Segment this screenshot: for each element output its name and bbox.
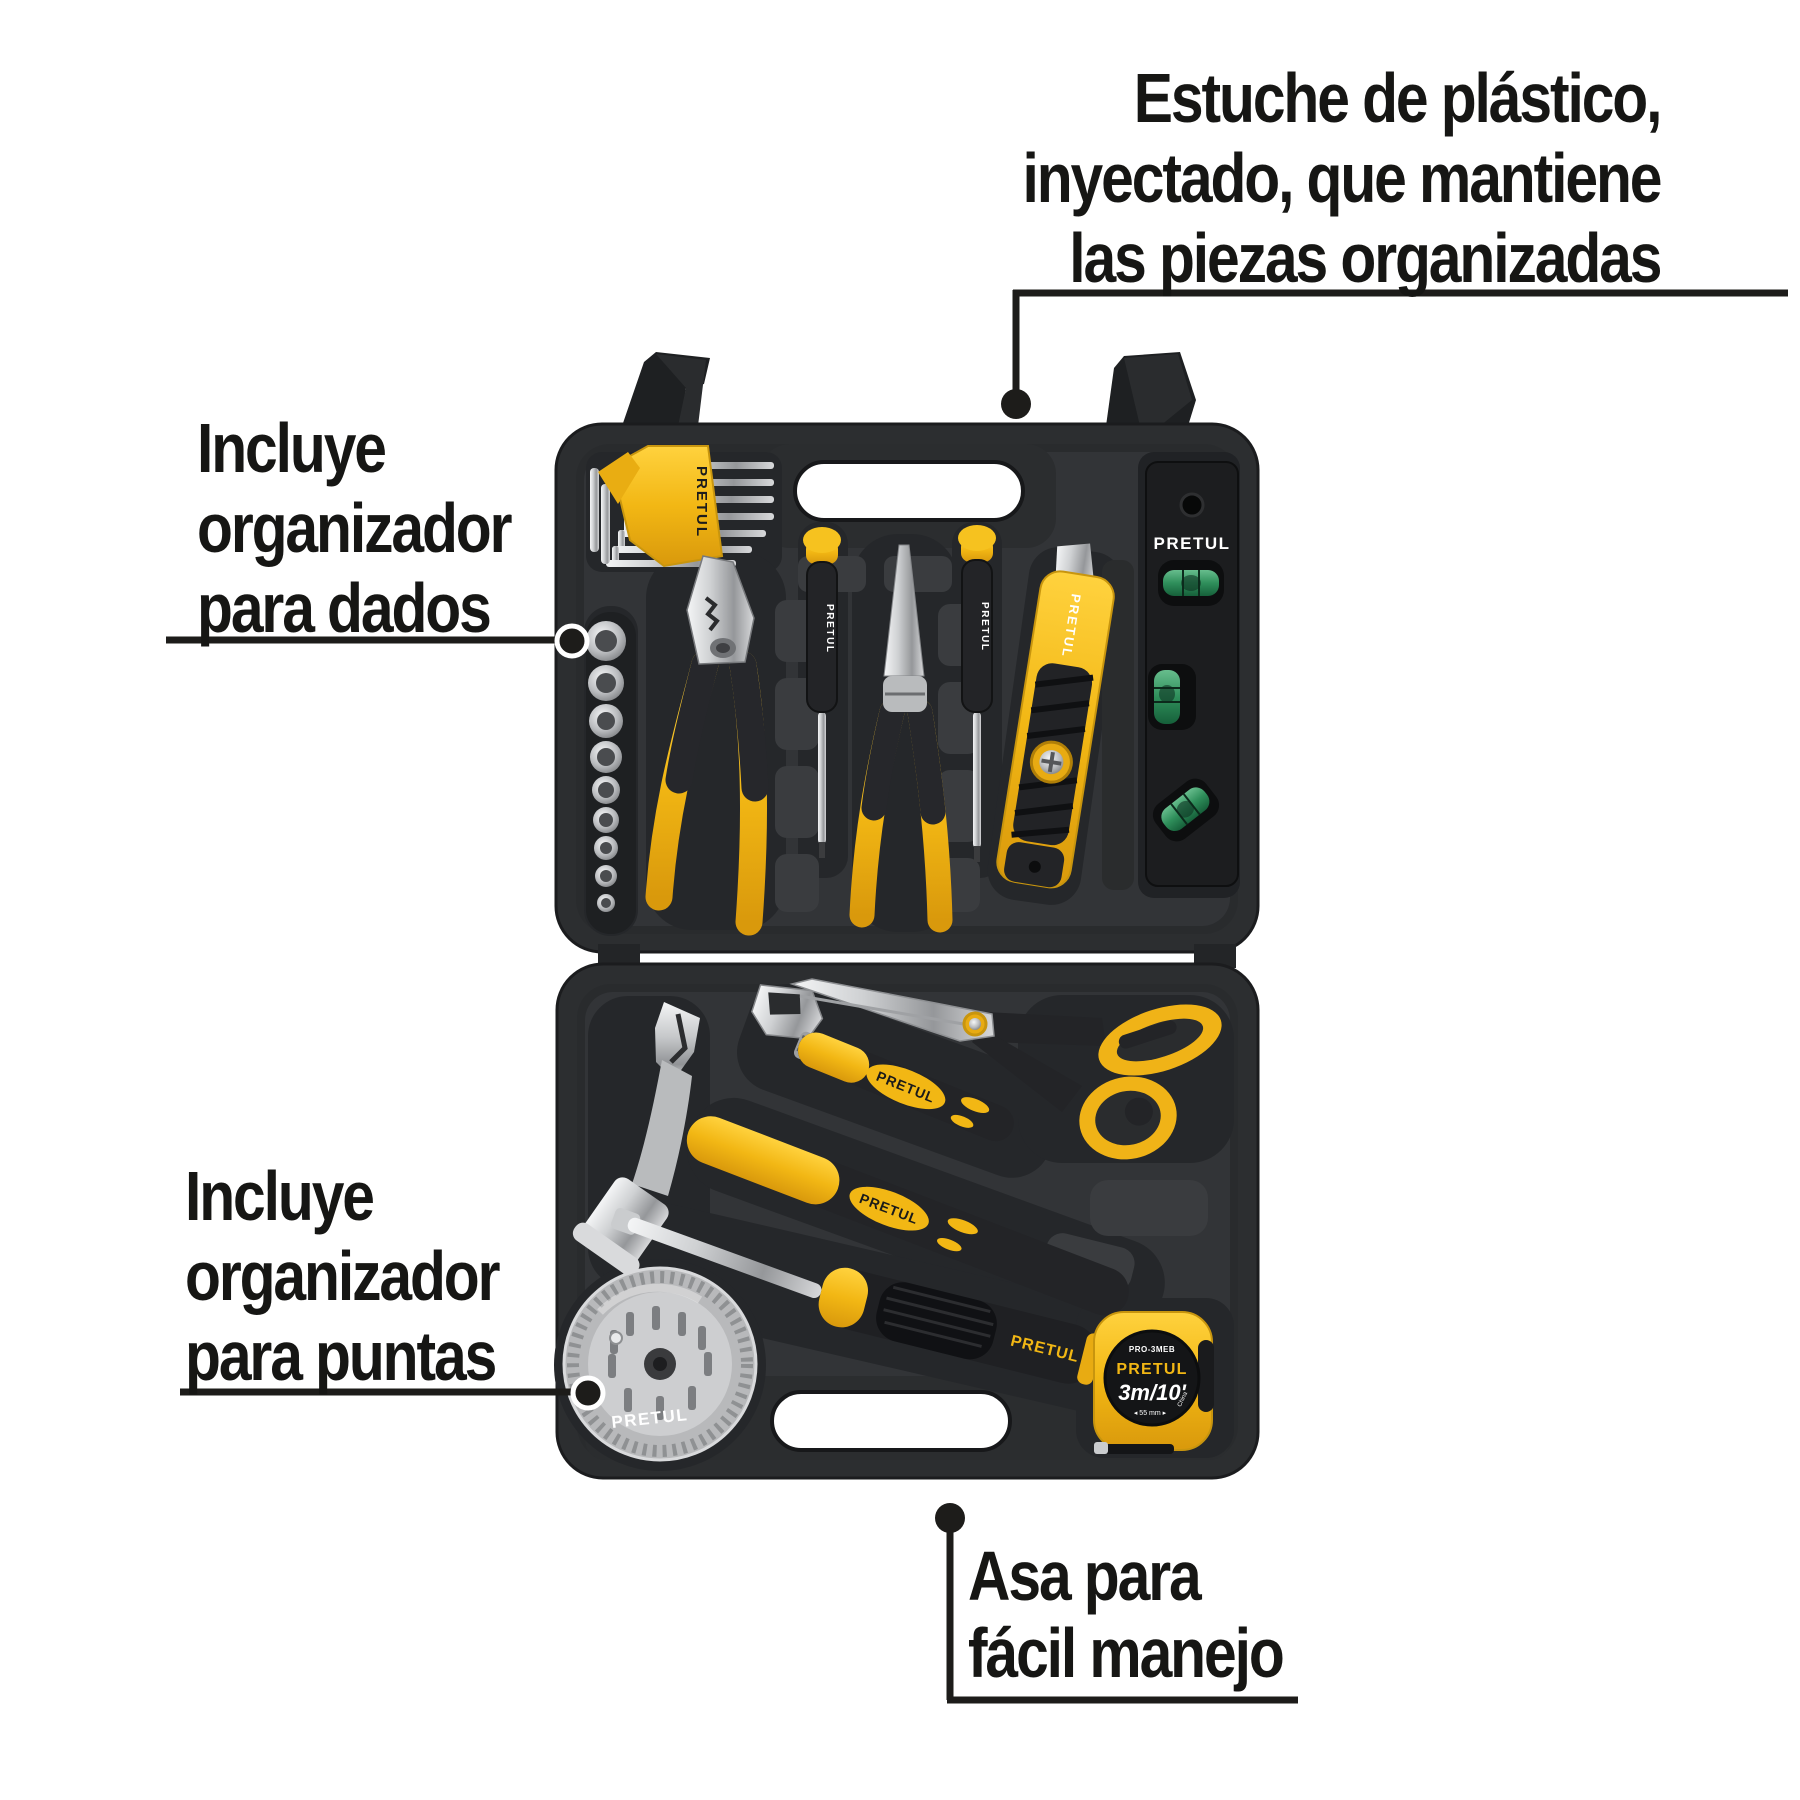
annotation-line: las piezas organizadas	[1068, 219, 1662, 297]
socket-set	[586, 612, 636, 934]
long-nose-pliers	[849, 544, 953, 933]
sockets	[586, 621, 626, 912]
precision-cap	[803, 527, 841, 553]
callout-dot-puntas	[570, 1375, 606, 1411]
precision-left-brand: PRETUL	[824, 604, 835, 654]
tape-measure: PRO-3MEB PRETUL 3m/10' ◂ 55 mm ▸ China	[1093, 1311, 1214, 1454]
annotation-line: Asa para	[968, 1537, 1202, 1615]
annotation-line: fácil manejo	[968, 1614, 1285, 1692]
precision-screwdriver-left: PRETUL	[803, 527, 841, 858]
adjustable-wrench: PRETUL	[751, 984, 1014, 1142]
hammer-handle: PRETUL	[686, 1116, 1129, 1316]
level-vial-horizontal	[1158, 560, 1224, 606]
long-nose	[883, 544, 925, 677]
screwdriver-handle: PRETUL	[818, 1267, 1103, 1385]
wrench-grip-badge	[866, 1064, 946, 1110]
callout-dot-handle	[935, 1503, 965, 1533]
annotation-line: para puntas	[185, 1317, 497, 1395]
screwdriver-shaft	[627, 1217, 822, 1299]
utility-knife: PRETUL	[996, 543, 1115, 889]
hex-key-holder-brand: PRETUL	[693, 466, 710, 538]
tape-model: PRO-3MEB	[1129, 1345, 1175, 1354]
callout-dot-case	[1001, 389, 1031, 419]
level-hole	[1179, 492, 1205, 518]
precision-right-brand: PRETUL	[979, 602, 990, 652]
annotation-line: organizador	[185, 1237, 500, 1315]
screwdriver: PRETUL	[611, 1207, 1103, 1385]
annotation-socket-organizer: Incluye organizador para dados	[197, 408, 512, 648]
annotation-line: Incluye	[197, 409, 387, 487]
callout-lines	[166, 289, 1788, 1704]
lid-handle-cutout	[793, 460, 1025, 522]
annotation-plastic-case: Estuche de plástico, inyectado, que mant…	[1022, 58, 1662, 298]
precision-cap	[958, 525, 996, 551]
tape-blade-width: ◂ 55 mm ▸	[1134, 1410, 1167, 1417]
hex-key-holder	[610, 445, 724, 568]
annotation-line: para dados	[197, 569, 492, 647]
annotation-line: organizador	[197, 489, 512, 567]
scissors	[789, 978, 1222, 1160]
level-vial-45	[1152, 778, 1220, 842]
annotation-line: Incluye	[185, 1157, 375, 1235]
scissors-handle-upper	[1098, 1004, 1222, 1076]
tape-hook	[1094, 1442, 1108, 1454]
precision-screwdriver-right: PRETUL	[958, 525, 996, 862]
annotation-line: Estuche de plástico,	[1133, 59, 1662, 137]
slip-joint-pliers	[645, 555, 769, 936]
tape-label	[1103, 1329, 1201, 1427]
bit-disc: PRETUL	[562, 1266, 758, 1462]
hammer-grip-badge	[849, 1186, 929, 1231]
level: PRETUL	[1145, 461, 1239, 887]
scissors-blade	[789, 978, 995, 1042]
level-brand: PRETUL	[1154, 534, 1231, 553]
annotation-line: inyectado, que mantiene	[1022, 139, 1662, 217]
bits	[608, 1306, 712, 1420]
hex-key-set: PRETUL	[590, 445, 774, 568]
case-handle-cutout	[770, 1390, 1012, 1452]
tape-clip	[1198, 1340, 1214, 1412]
pliers-head	[686, 555, 755, 665]
tape-brand: PRETUL	[1116, 1361, 1187, 1378]
scissors-handle-lower	[1079, 1076, 1177, 1160]
level-vial-vertical	[1148, 664, 1196, 730]
callout-dot-dados	[554, 623, 590, 659]
annotation-handle: Asa para fácil manejo	[968, 1537, 1285, 1692]
tape-capacity: 3m/10'	[1118, 1380, 1186, 1405]
annotation-bit-organizer: Incluye organizador para puntas	[185, 1156, 500, 1396]
